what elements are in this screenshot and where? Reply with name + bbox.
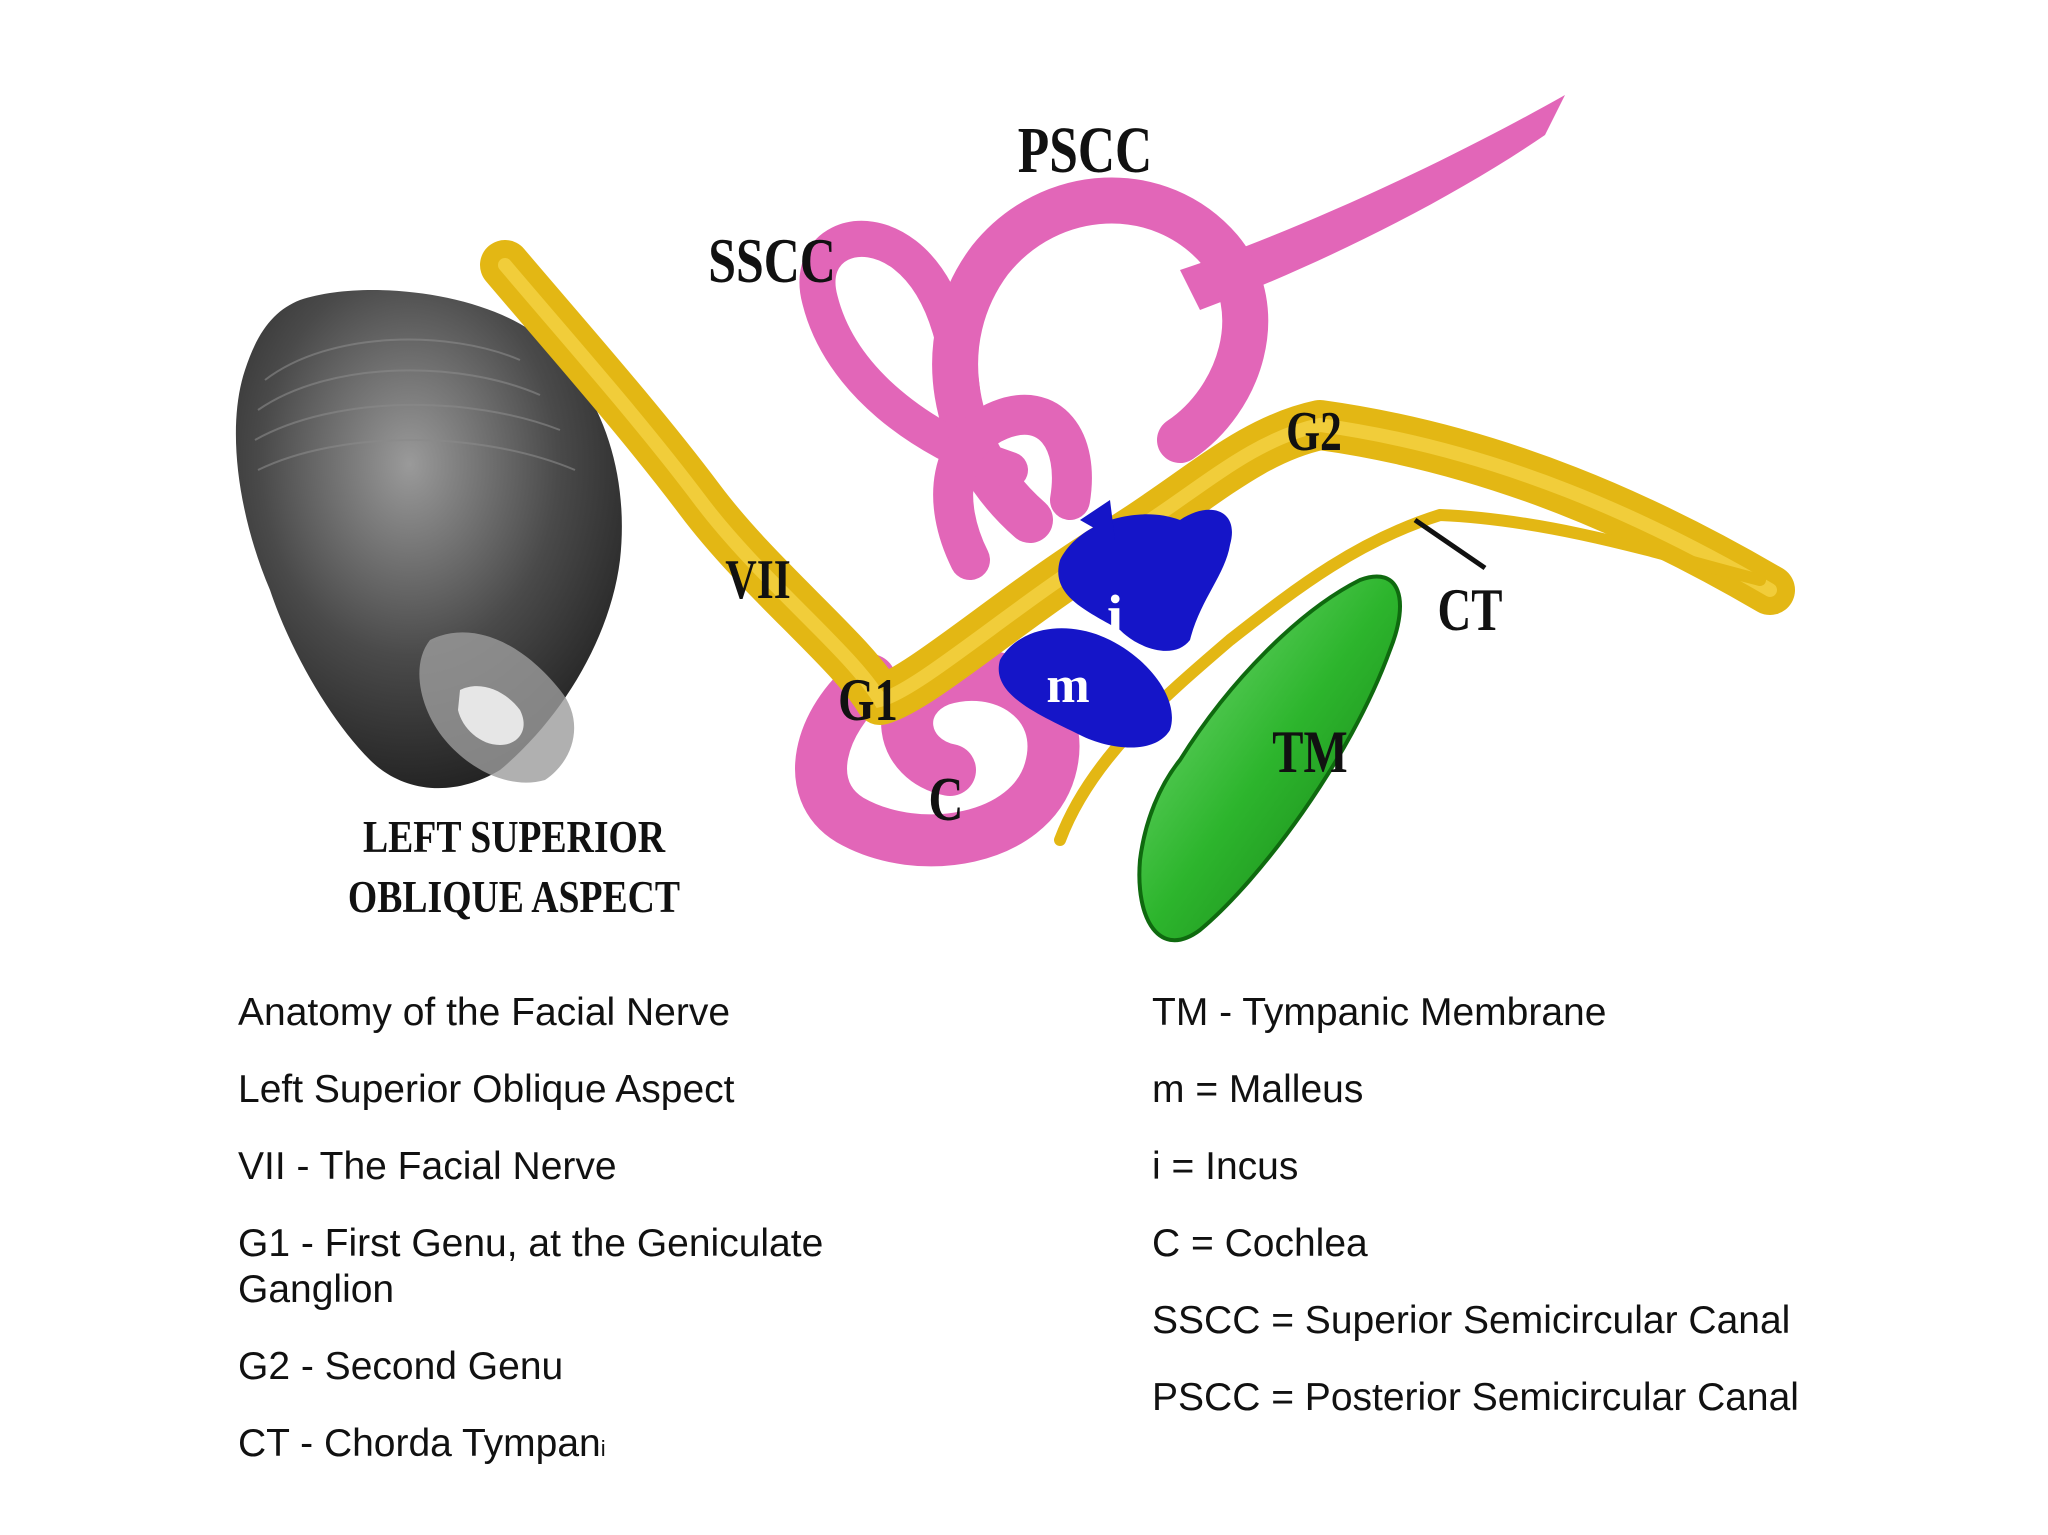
legend-g1: G1 - First Genu, at the Geniculate Gangl… (238, 1222, 824, 1311)
legend-title: Anatomy of the Facial Nerve (238, 991, 731, 1034)
label-vii: VII (725, 548, 791, 610)
legend-ct-suffix: i (600, 1436, 606, 1461)
legend-incus: i = Incus (1152, 1145, 1299, 1188)
facial-nerve-highlight (498, 258, 1777, 709)
label-g2: G2 (1286, 400, 1342, 462)
ossicles (998, 500, 1232, 748)
legend-right: TM - Tympanic Membrane m = Malleus i = I… (1152, 990, 2012, 1452)
skull-image (235, 290, 622, 789)
label-sscc: SSCC (708, 226, 836, 296)
ct-leader-line (1413, 517, 1487, 571)
legend-ct: CT - Chorda Tympani (238, 1421, 938, 1472)
label-aspect-line1: LEFT SUPERIOR (363, 813, 666, 863)
legend-pscc: PSCC = Posterior Semicircular Canal (1152, 1376, 1799, 1419)
pscc-canal-wing (1180, 95, 1565, 310)
label-tm: TM (1272, 718, 1347, 785)
label-aspect-line2: OBLIQUE ASPECT (348, 873, 680, 923)
legend-sscc: SSCC = Superior Semicircular Canal (1152, 1299, 1791, 1342)
legend-tm: TM - Tympanic Membrane (1152, 991, 1607, 1034)
label-g1: G1 (838, 666, 898, 733)
label-m: m (1046, 657, 1089, 714)
tympanic-membrane (1137, 574, 1402, 943)
legend-aspect: Left Superior Oblique Aspect (238, 1068, 735, 1111)
label-c: C (929, 765, 964, 834)
legend-g2: G2 - Second Genu (238, 1345, 564, 1388)
label-pscc: PSCC (1018, 113, 1152, 187)
semicircular-canals (799, 177, 1269, 580)
label-i: i (1107, 583, 1123, 648)
label-ct: CT (1438, 576, 1503, 643)
anatomy-figure: PSCC SSCC G2 VII CT i m G1 TM C LEFT SUP… (235, 95, 1795, 943)
legend-ct-text: CT - Chorda Tympan (238, 1422, 601, 1465)
legend-left: Anatomy of the Facial Nerve Left Superio… (238, 990, 938, 1503)
legend-malleus: m = Malleus (1152, 1068, 1364, 1111)
legend-cochlea: C = Cochlea (1152, 1222, 1368, 1265)
legend-vii: VII - The Facial Nerve (238, 1145, 617, 1188)
